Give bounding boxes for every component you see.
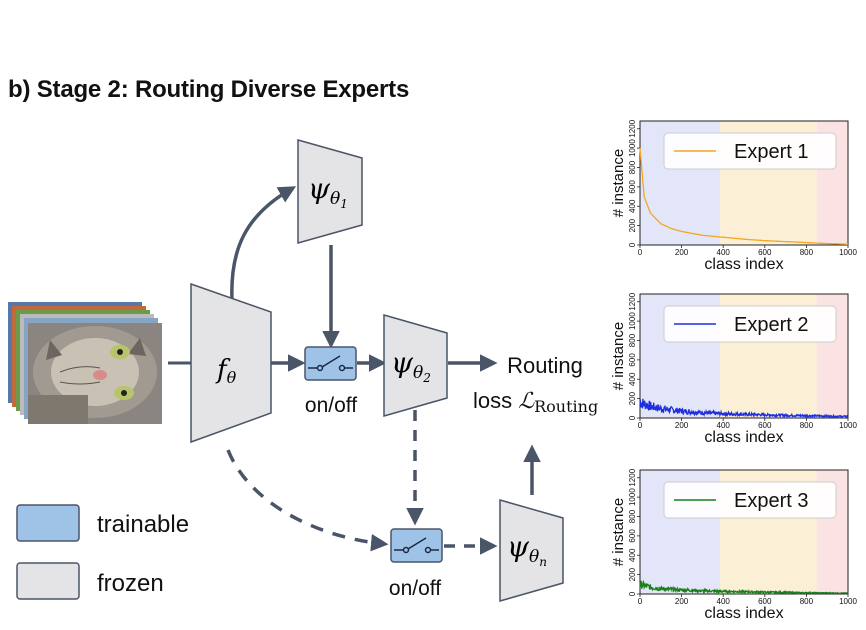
- x-tick-label: 400: [717, 597, 731, 606]
- x-tick-label: 600: [758, 597, 772, 606]
- x-tick-label: 400: [717, 248, 731, 257]
- svg-text:ψθn: ψθn: [507, 530, 547, 569]
- connectors: [168, 186, 541, 555]
- psi1-symbol: ψ: [308, 172, 331, 205]
- routing-label-line1: Routing: [507, 353, 583, 378]
- psi2-symbol: ψ: [391, 346, 414, 379]
- y-tick-label: 1000: [628, 139, 637, 157]
- psi2-subsubscript: 2: [422, 371, 431, 385]
- cat-image-stack: [8, 302, 162, 424]
- y-tick-label: 1200: [628, 119, 637, 137]
- psin-symbol: ψ: [507, 530, 530, 563]
- y-tick-label: 200: [628, 218, 637, 232]
- x-tick-label: 600: [758, 421, 772, 430]
- x-tick-label: 0: [638, 421, 643, 430]
- x-tick-label: 800: [800, 597, 814, 606]
- x-tick-label: 200: [675, 597, 689, 606]
- expert-n-head: ψθn: [499, 499, 564, 602]
- x-tick-label: 800: [800, 248, 814, 257]
- legend-label: Expert 2: [734, 314, 808, 336]
- legend-trainable: trainable: [16, 504, 189, 542]
- x-axis-label: class index: [704, 605, 783, 622]
- y-tick-label: 1200: [628, 292, 637, 310]
- series-line: [639, 579, 849, 595]
- routing-loss-prefix: loss: [473, 388, 518, 413]
- expert-1-head: ψθ1: [297, 139, 363, 244]
- x-tick-label: 600: [758, 248, 772, 257]
- psi1-subscript: θ: [330, 189, 340, 209]
- y-axis-label: # instance: [610, 322, 627, 390]
- y-axis-label: # instance: [610, 498, 627, 566]
- switch-icon: [390, 528, 443, 563]
- chart-expert-1: 0 200 400 600 800 1000 0 200 400 600 800 1000 1200 cl…: [610, 119, 857, 273]
- series-line: [639, 398, 849, 419]
- y-axis-label: # instance: [610, 149, 627, 217]
- y-tick-label: 600: [628, 529, 637, 543]
- y-tick-label: 400: [628, 548, 637, 562]
- y-tick-label: 800: [628, 333, 637, 347]
- legend-label: Expert 3: [734, 490, 808, 512]
- x-tick-label: 0: [638, 248, 643, 257]
- x-tick-label: 1000: [839, 248, 857, 257]
- series-line: [639, 148, 848, 245]
- x-tick-label: 200: [675, 421, 689, 430]
- chart-legend: [663, 305, 837, 343]
- y-tick-label: 0: [628, 591, 637, 596]
- psin-subsubscript: n: [539, 555, 547, 569]
- psi2-subscript: θ: [413, 363, 423, 383]
- x-tick-label: 400: [717, 421, 731, 430]
- x-axis-label: class index: [704, 429, 783, 446]
- backbone-f-theta: fθ: [190, 282, 272, 444]
- y-tick-label: 400: [628, 199, 637, 213]
- x-tick-label: 800: [800, 421, 814, 430]
- y-tick-label: 600: [628, 353, 637, 367]
- y-tick-label: 800: [628, 509, 637, 523]
- chart-frame: [639, 293, 849, 419]
- x-axis-label: class index: [704, 256, 783, 273]
- legend-label: Expert 1: [734, 141, 808, 163]
- y-tick-label: 200: [628, 391, 637, 405]
- expert-2-head: ψθ2: [383, 314, 448, 417]
- routing-loss-symbol: ℒ: [518, 389, 535, 414]
- y-tick-label: 800: [628, 160, 637, 174]
- routing-label-line2: loss ℒRouting: [473, 388, 598, 416]
- x-tick-label: 1000: [839, 597, 857, 606]
- psi1-subsubscript: 1: [340, 197, 348, 211]
- chart-expert-2: 0 200 400 600 800 1000 0 200 400 600 800 1000 1200 cl…: [610, 292, 857, 446]
- legend-trainable-label: trainable: [97, 511, 189, 538]
- y-tick-label: 600: [628, 180, 637, 194]
- x-tick-label: 200: [675, 248, 689, 257]
- y-tick-label: 1000: [628, 312, 637, 330]
- y-tick-label: 0: [628, 242, 637, 247]
- switch-icon: [304, 346, 357, 381]
- y-tick-label: 400: [628, 372, 637, 386]
- stage-title: b) Stage 2: Routing Diverse Experts: [8, 76, 410, 103]
- y-tick-label: 1200: [628, 468, 637, 486]
- svg-text:ψθ1: ψθ1: [308, 172, 348, 211]
- chart-expert-3: 0 200 400 600 800 1000 0 200 400 600 800 1000 1200 cl…: [610, 468, 857, 622]
- cat-photo: [28, 323, 162, 424]
- chart-frame: [639, 120, 849, 246]
- chart-legend: [663, 481, 837, 519]
- legend-frozen-label: frozen: [97, 570, 164, 597]
- switch-1-label: on/off: [305, 394, 357, 417]
- expert-charts: 0 200 400 600 800 1000 0 200 400 600 800 1000 1200 cl…: [610, 119, 857, 622]
- f-subscript: θ: [227, 368, 237, 387]
- svg-text:ψθ2: ψθ2: [391, 346, 431, 385]
- chart-legend: [663, 132, 837, 170]
- y-tick-label: 200: [628, 567, 637, 581]
- psin-subscript: θ: [529, 547, 539, 567]
- x-tick-label: 1000: [839, 421, 857, 430]
- legend-frozen: frozen: [16, 562, 164, 600]
- y-tick-label: 0: [628, 415, 637, 420]
- routing-loss-subscript: Routing: [534, 397, 598, 416]
- x-tick-label: 0: [638, 597, 643, 606]
- switch-2-label: on/off: [389, 577, 441, 600]
- y-tick-label: 1000: [628, 488, 637, 506]
